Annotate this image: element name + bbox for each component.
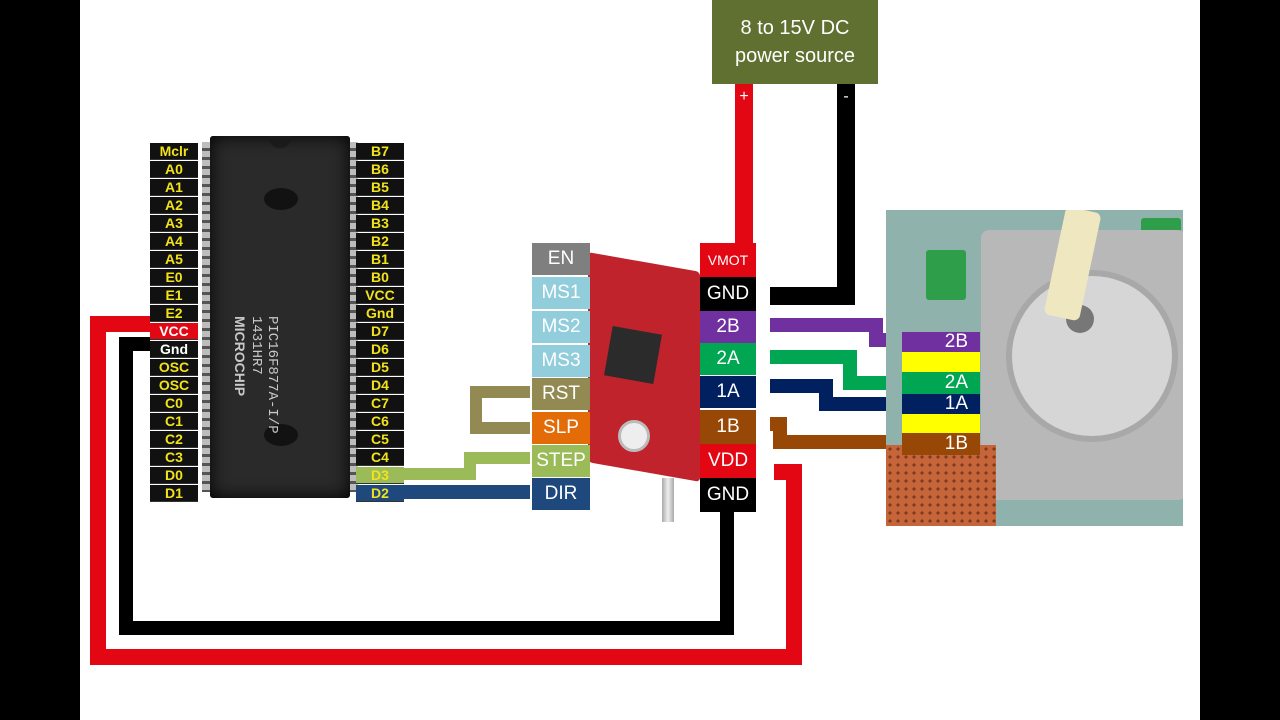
driver-pin-slp: SLP (532, 412, 590, 444)
motor-wire-yellow-top (902, 352, 980, 372)
power-plus-label: + (739, 88, 749, 105)
chip-left-legs (202, 142, 210, 492)
pic-pin-b7: B7 (356, 143, 404, 160)
driver-pin-en: EN (532, 243, 590, 275)
chip-notch (268, 136, 292, 148)
driver-pin-ms1: MS1 (532, 277, 590, 309)
motor-face (1006, 270, 1178, 442)
power-minus-label: - (843, 88, 849, 105)
wiring-svg (90, 80, 900, 665)
wire-2a (770, 350, 900, 390)
motor-wire-2a-label: 2A (902, 372, 980, 394)
pic-pin-a3: A3 (150, 215, 198, 232)
driver-pin-dir: DIR (532, 478, 590, 510)
driver-header-pins (662, 478, 674, 522)
driver-pin-ms2: MS2 (532, 311, 590, 343)
pic-pin-osc2: OSC (150, 377, 198, 394)
pic-pin-mclr: Mclr (150, 143, 198, 160)
wire-2b (770, 318, 900, 347)
pic-pin-osc1: OSC (150, 359, 198, 376)
pic-pin-b4: B4 (356, 197, 404, 214)
driver-pin-gnd-logic: GND (700, 478, 756, 512)
pic-pin-c0: C0 (150, 395, 198, 412)
driver-pin-vdd: VDD (700, 444, 756, 478)
chip-part-number: PIC16F877A-I/P (264, 316, 280, 434)
driver-pin-gnd-power: GND (700, 277, 756, 311)
motor-wire-1b-label: 1B (902, 433, 980, 455)
driver-pin-1a: 1A (700, 376, 756, 408)
driver-pin-rst: RST (532, 378, 590, 410)
pic-pin-d0: D0 (150, 467, 198, 484)
perfboard (886, 445, 996, 526)
vcc-wire (90, 316, 802, 665)
motor-wire-yellow-bottom (902, 414, 980, 433)
chip-dimple-top (264, 188, 298, 210)
pic-pin-b5: B5 (356, 179, 404, 196)
power-source-label-2: power source (734, 45, 856, 67)
driver-pin-1b: 1B (700, 410, 756, 444)
driver-pin-ms3: MS3 (532, 345, 590, 377)
pic-pin-a0: A0 (150, 161, 198, 178)
pic-chip: PIC16F877A-I/P 1431HR7 MICROCHIP (202, 136, 358, 498)
pic-pin-c1: C1 (150, 413, 198, 430)
driver-ic (604, 326, 662, 384)
driver-pin-vmot: VMOT (700, 243, 756, 277)
motor-wire-2b-label: 2B (902, 331, 980, 352)
chip-brand: MICROCHIP (232, 316, 248, 397)
wire-1b (770, 417, 900, 449)
power-source-label-1: 8 to 15V DC (740, 17, 850, 39)
pic-pin-c5: C5 (356, 431, 404, 448)
pic-pin-a2: A2 (150, 197, 198, 214)
driver-potentiometer (618, 420, 650, 452)
pic-pin-d7: D7 (356, 323, 404, 340)
step-wire (398, 452, 530, 480)
wire-1a (770, 379, 900, 411)
pic-pin-d4: D4 (356, 377, 404, 394)
pic-pin-a5: A5 (150, 251, 198, 268)
pic-pin-b6: B6 (356, 161, 404, 178)
pic-pin-c7: C7 (356, 395, 404, 412)
pic-pin-e2: E2 (150, 305, 198, 322)
driver-pin-2b: 2B (700, 311, 756, 343)
driver-pin-2a: 2A (700, 343, 756, 375)
pic-pin-c6: C6 (356, 413, 404, 430)
pic-pin-a1: A1 (150, 179, 198, 196)
pic-pin-e0: E0 (150, 269, 198, 286)
pic-pin-d6: D6 (356, 341, 404, 358)
driver-pin-step: STEP (532, 445, 590, 477)
chip-marking: PIC16F877A-I/P 1431HR7 MICROCHIP (232, 316, 280, 434)
pic-pin-b1: B1 (356, 251, 404, 268)
rst-slp-wire (470, 386, 530, 434)
power-source-box: 8 to 15V DC power source (712, 0, 878, 84)
chip-dimple-bottom (264, 424, 298, 446)
pic-pin-e1: E1 (150, 287, 198, 304)
gnd-wire (119, 337, 734, 635)
power-minus-wire (770, 80, 855, 305)
chip-lot-code: 1431HR7 (248, 316, 264, 375)
chip-right-legs (350, 142, 358, 492)
pic-pin-a4: A4 (150, 233, 198, 250)
pic-pin-b2: B2 (356, 233, 404, 250)
diagram-canvas: 8 to 15V DC power source + - PIC16F877A-… (80, 0, 1200, 720)
pic-pin-d1: D1 (150, 485, 198, 502)
pic-pin-c4: C4 (356, 449, 404, 466)
pic-pin-d5: D5 (356, 359, 404, 376)
pic-pin-c3: C3 (150, 449, 198, 466)
pic-pin-gnd-right: Gnd (356, 305, 404, 322)
pic-pin-c2: C2 (150, 431, 198, 448)
pic-pin-b3: B3 (356, 215, 404, 232)
pic-pin-vcc: VCC (150, 323, 198, 340)
pic-pin-b0: B0 (356, 269, 404, 286)
motor-wire-1a-label: 1A (902, 393, 980, 414)
terminal-block-icon (926, 250, 966, 300)
pic-pin-d3: D3 (356, 467, 404, 484)
pic-pin-d2: D2 (356, 485, 404, 502)
stepper-motor-photo (886, 210, 1183, 526)
pic-pin-vcc-right: VCC (356, 287, 404, 304)
pic-pin-gnd: Gnd (150, 341, 198, 358)
